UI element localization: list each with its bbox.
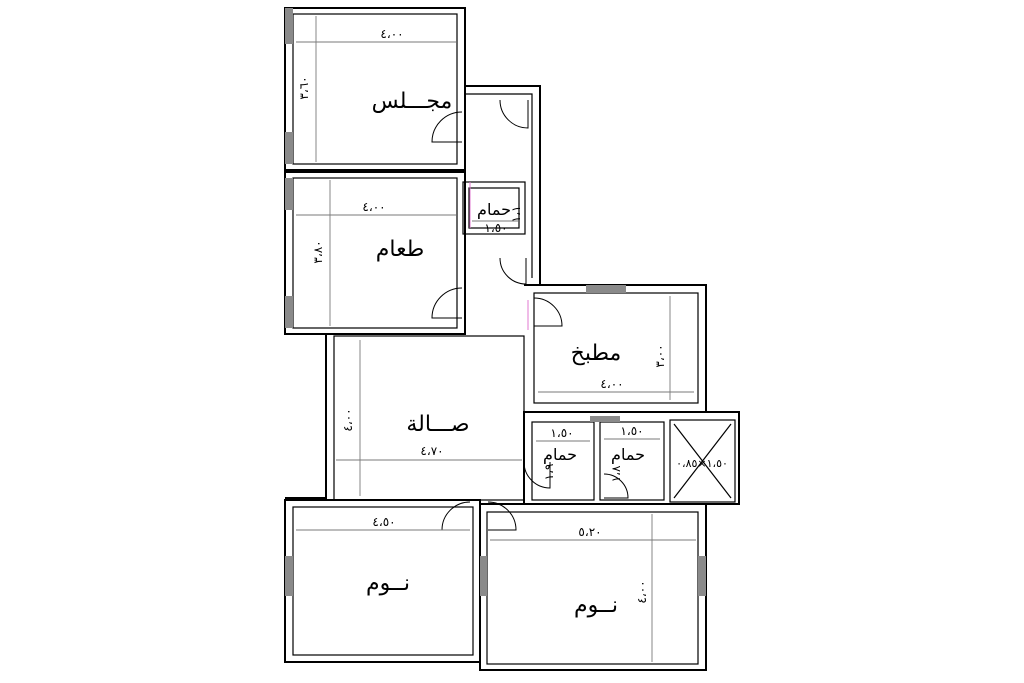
door-hammam1 bbox=[499, 257, 527, 285]
room-label-nawm1: نــوم bbox=[366, 571, 410, 596]
window-nawm1 bbox=[285, 556, 293, 596]
dim-label-taam-w: ٤،٠٠ bbox=[362, 200, 385, 214]
window-matbakh bbox=[586, 285, 626, 293]
window-hammam bbox=[590, 416, 620, 422]
dim-label-shaft: ١،٥٠×٠،٨٥ bbox=[676, 457, 728, 470]
nawm2-outer-wall bbox=[479, 503, 707, 671]
dim-label-sala-w: ٤،٧٠ bbox=[420, 444, 443, 458]
room-label-hammam3: حمام bbox=[611, 445, 645, 464]
door-nawm2 bbox=[487, 501, 517, 531]
dim-label-hammam2-h: ١،٩ bbox=[542, 464, 556, 481]
window-taam-bottom bbox=[285, 296, 293, 328]
majlis-outer-wall bbox=[284, 7, 466, 171]
window-taam-top bbox=[285, 178, 293, 210]
matbakh-outer-wall bbox=[524, 284, 707, 412]
window-majlis-bottom bbox=[285, 132, 293, 164]
dimension-lines bbox=[296, 16, 696, 662]
room-label-nawm2: نــوم bbox=[574, 593, 618, 618]
dim-label-hammam1-w: ١،٥٠ bbox=[484, 221, 507, 235]
door-majlis bbox=[431, 111, 463, 143]
dim-label-hammam3-w: ١،٥٠ bbox=[620, 424, 643, 438]
windows bbox=[285, 8, 706, 596]
dim-label-matbakh-w: ٤،٠٠ bbox=[600, 377, 623, 391]
window-majlis-top bbox=[285, 8, 293, 44]
room-label-hammam2: حمام bbox=[543, 445, 577, 464]
walls bbox=[284, 7, 740, 671]
door-nawm1 bbox=[441, 501, 471, 531]
dim-label-hammam3-h: ١،٨ bbox=[609, 465, 623, 482]
sala-outer-left bbox=[285, 334, 327, 499]
shaft-wall bbox=[669, 419, 736, 503]
room-labels: مجـــلس طعام حمام مطبخ صـــالة حمام حمام… bbox=[366, 89, 645, 618]
dim-label-nawm2-h: ٤،٠٠ bbox=[635, 580, 649, 603]
dim-label-matbakh-h: ٣،٠٠ bbox=[653, 344, 667, 367]
dim-label-majlis-h: ٣،٦٠ bbox=[297, 76, 311, 99]
room-label-sala: صـــالة bbox=[406, 412, 469, 437]
window-nawm2-left bbox=[480, 556, 487, 596]
doors bbox=[431, 99, 629, 531]
taam-outer-wall bbox=[284, 171, 466, 335]
hammam1-wall bbox=[462, 181, 526, 235]
hammam2-wall bbox=[531, 421, 595, 501]
room-label-hammam1: حمام bbox=[477, 200, 511, 219]
door-hammam2 bbox=[523, 461, 551, 489]
corridor-outer-wall bbox=[465, 85, 541, 286]
room-label-taam: طعام bbox=[376, 237, 424, 262]
door-corridor bbox=[499, 99, 529, 129]
dim-label-hammam1-h: ١،١ bbox=[509, 206, 523, 223]
door-hammam3 bbox=[603, 473, 629, 499]
dim-label-nawm1-w: ٤،٥٠ bbox=[372, 515, 395, 529]
dimension-labels: ٤،٠٠ ٣،٦٠ ٤،٠٠ ٣،٨٠ ١،٥٠ ١،١ ٤،٠٠ ٣،٠٠ ٤… bbox=[297, 27, 728, 604]
taam-inner-wall bbox=[292, 177, 458, 329]
majlis-inner-wall bbox=[292, 13, 458, 165]
hammam3-wall bbox=[599, 421, 665, 501]
door-matbakh bbox=[533, 297, 563, 327]
dim-label-nawm2-w: ٥،٢٠ bbox=[578, 525, 601, 539]
room-label-majlis: مجـــلس bbox=[372, 89, 453, 114]
room-label-matbakh: مطبخ bbox=[571, 341, 622, 366]
dim-label-sala-h: ٤،٠٠ bbox=[341, 408, 355, 431]
hammam1-inner-wall bbox=[468, 187, 520, 229]
dim-label-majlis-w: ٤،٠٠ bbox=[380, 27, 403, 41]
corridor-inner-wall bbox=[465, 93, 533, 278]
shaft-cross-b bbox=[673, 423, 732, 499]
dim-label-taam-h: ٣،٨٠ bbox=[311, 240, 325, 263]
window-nawm2-right bbox=[698, 556, 706, 596]
door-taam bbox=[431, 287, 463, 319]
dim-label-hammam2-w: ١،٥٠ bbox=[550, 426, 573, 440]
